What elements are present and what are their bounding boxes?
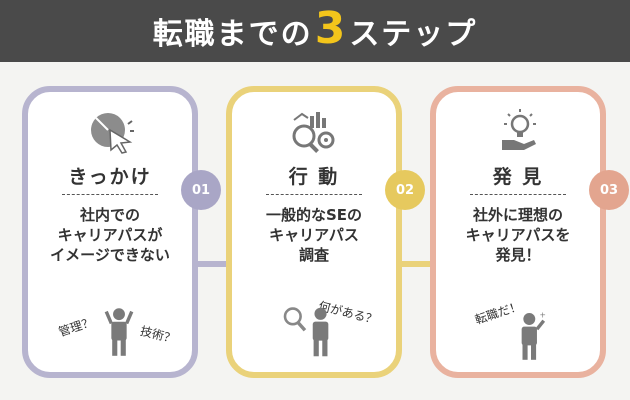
confused-person-icon (104, 308, 134, 356)
step-2-badge: 02 (385, 170, 425, 210)
step-1-description: 社内での キャリアパスが イメージできない (50, 206, 170, 264)
step-card-1: きっかけ 社内での キャリアパスが イメージできない 管理？ 技術？ (22, 86, 198, 378)
person-with-magnifier-icon (283, 307, 329, 357)
excited-person-icon: + (521, 310, 546, 360)
step-1-title: きっかけ (68, 166, 152, 188)
step-2-description: 一般的なSEの キャリアパス 調査 (265, 206, 363, 264)
header-bar: 転職までの 3 ステップ (0, 0, 630, 62)
cursor-click-icon (91, 113, 134, 154)
step-card-3: 発 見 社外に理想の キャリアパスを 発見！ 転職だ！ + (430, 86, 606, 378)
header-title-prefix: 転職までの (152, 17, 313, 52)
step-1-divider (62, 194, 158, 195)
step-1-note-management: 管理？ (56, 314, 96, 340)
header-title-suffix: ステップ (349, 17, 478, 52)
lightbulb-hand-icon (502, 109, 536, 150)
analysis-gear-icon (292, 112, 335, 153)
step-3-title: 発 見 (492, 166, 544, 188)
step-3-badge: 03 (589, 170, 629, 210)
step-3-divider (470, 194, 566, 195)
step-2-title: 行 動 (288, 166, 340, 188)
step-1-note-technology: 技術？ (138, 323, 178, 347)
header-title-number: 3 (314, 3, 348, 54)
step-3-description: 社外に理想の キャリアパスを 発見！ (465, 206, 571, 264)
step-2-divider (266, 194, 362, 195)
step-card-2: 行 動 一般的なSEの キャリアパス 調査 何がある？ (226, 86, 402, 378)
step-1-badge: 01 (181, 170, 221, 210)
svg-text:+: + (540, 310, 546, 319)
